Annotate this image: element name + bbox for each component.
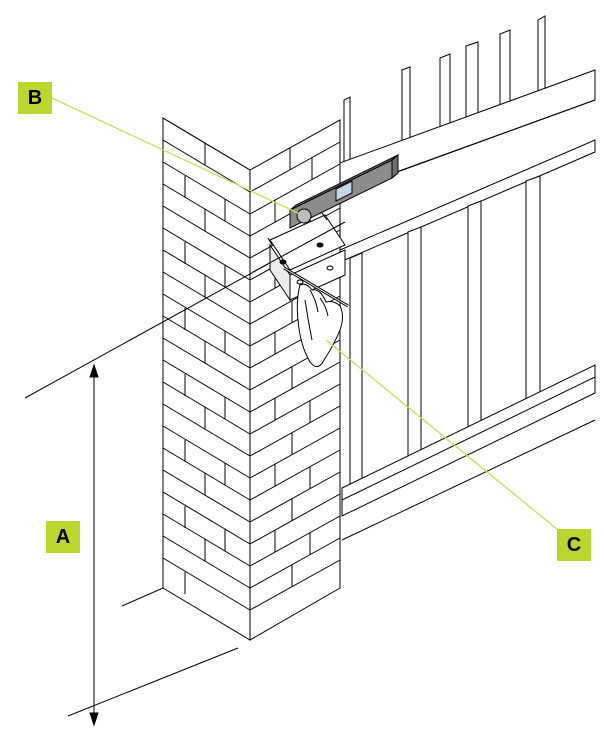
hand-with-marker [283,266,349,367]
callout-b: B [18,82,52,114]
ground-line [121,587,164,607]
gate-lower-rail [341,364,596,517]
leader-lines [51,97,559,531]
leader-line-b [51,97,301,215]
dimension-arrow-bottom [89,712,99,727]
level-vial [335,180,353,202]
reference-line-upper [24,263,269,399]
leader-line-c [325,339,559,531]
dimension-lines [24,221,346,727]
callout-a: A [46,521,80,553]
spirit-level [289,153,399,229]
pillar-left-bricks [162,139,251,611]
callout-c: C [557,529,591,561]
ground-line-lower [67,647,239,717]
level-end-cap [296,208,312,224]
dimension-arrow-top [89,363,99,378]
